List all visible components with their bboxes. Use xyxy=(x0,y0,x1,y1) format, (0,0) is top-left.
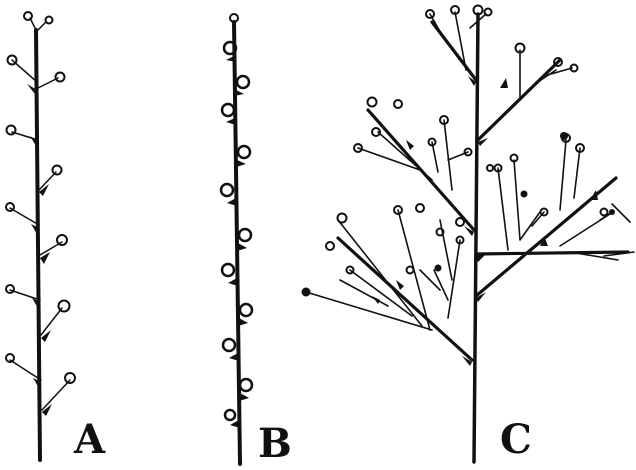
panel-c-top-flower xyxy=(472,4,484,16)
panel-b-main-stem xyxy=(232,20,242,466)
panel-a-main-stem xyxy=(34,28,42,462)
panel-c-secondary-branches xyxy=(305,11,635,331)
panel-c-primary-branches xyxy=(336,20,630,362)
panel-a-bracts xyxy=(27,84,52,416)
panel-c-bracts xyxy=(372,76,598,366)
panel-b-bracts xyxy=(226,56,249,428)
panel-b-spike xyxy=(219,13,254,466)
panel-c-label: C xyxy=(500,416,532,463)
panel-c-panicle xyxy=(301,4,635,464)
panel-c-main-stem xyxy=(472,12,480,464)
panel-a-pedicels xyxy=(9,17,71,411)
panel-c-flowers xyxy=(325,5,609,275)
panel-a-raceme xyxy=(5,11,76,462)
panel-c-filled-flowers xyxy=(301,132,615,297)
panel-a-label: A xyxy=(74,416,106,463)
panel-b-label: B xyxy=(258,420,292,467)
panel-b-top-flower xyxy=(229,13,239,23)
panel-a-flowers xyxy=(5,11,76,384)
panel-b-sessile-flowers xyxy=(219,40,254,422)
